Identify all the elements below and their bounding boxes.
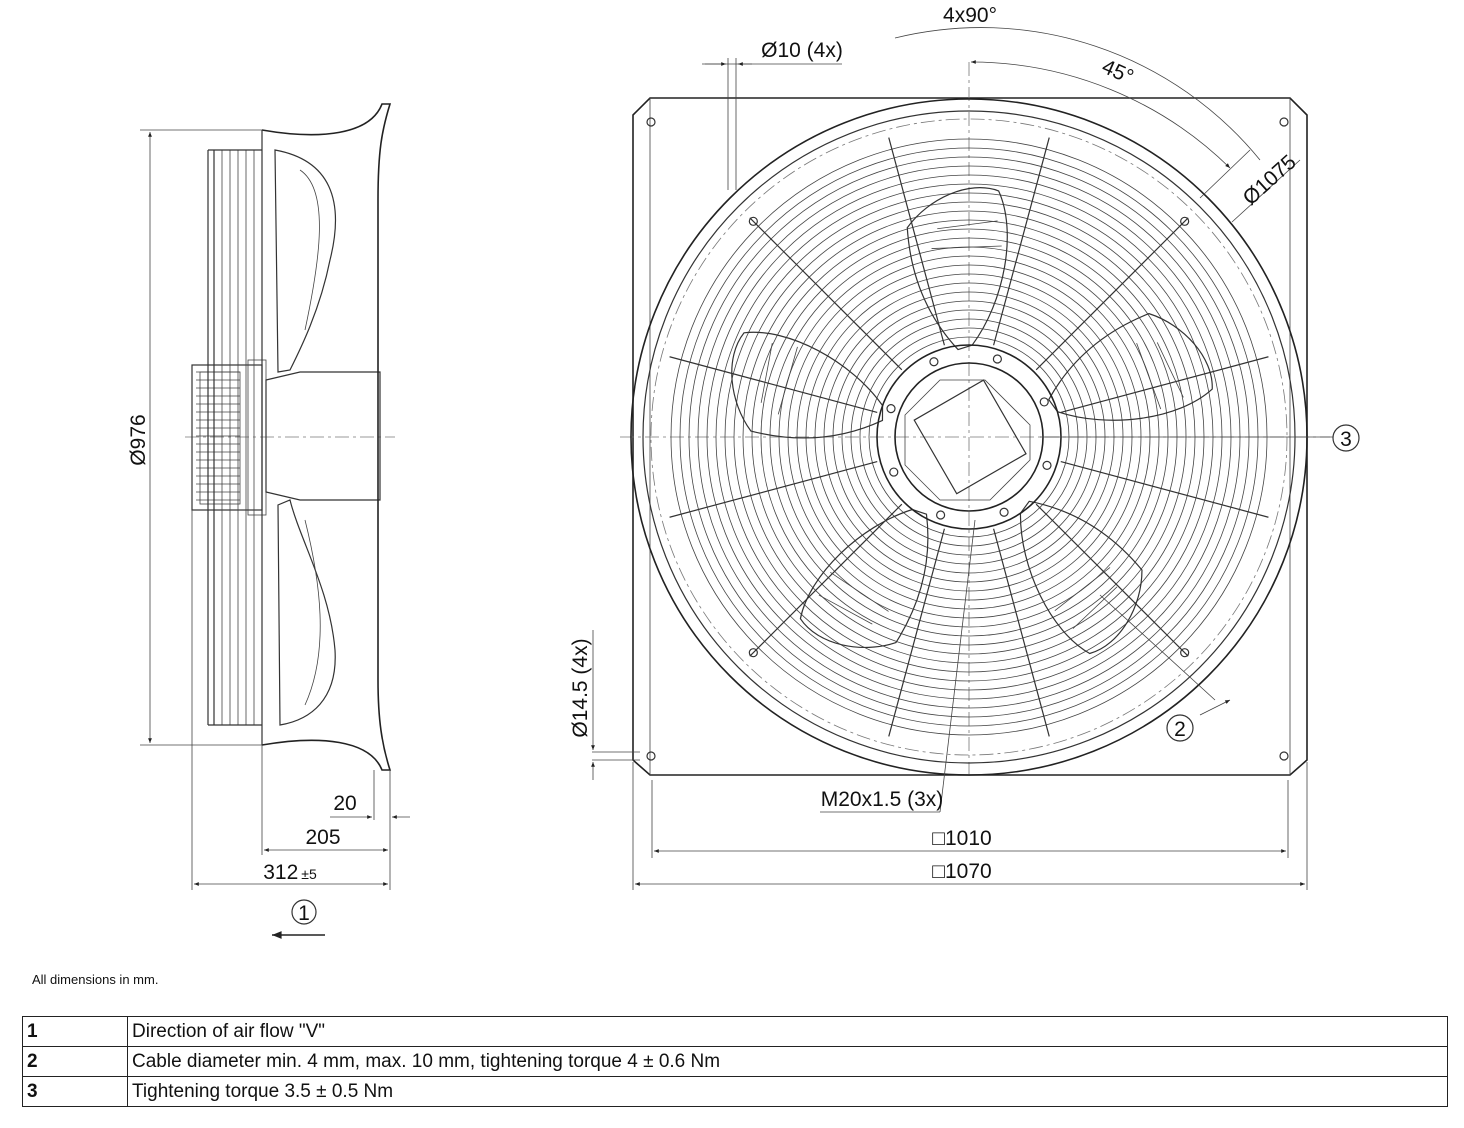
side-view: Ø976 20 205 312±5 1: [127, 103, 410, 939]
grille-spoke: [1035, 503, 1189, 657]
hole-corner-label: Ø10 (4x): [761, 39, 843, 62]
legend-row: 2 Cable diameter min. 4 mm, max. 10 mm, …: [22, 1046, 1448, 1077]
grille-spoke: [1060, 356, 1269, 413]
bolt-circle-label: Ø1075: [1239, 151, 1301, 210]
hub-bolt: [1039, 397, 1049, 407]
blade-edge: [931, 220, 1002, 249]
callout-3: 3: [1340, 428, 1352, 451]
hole-flange-label: Ø14.5 (4x): [569, 638, 592, 737]
depth-20-label: 20: [333, 792, 356, 815]
guard-hole: [748, 648, 758, 658]
grille-spoke: [669, 461, 878, 518]
guard-hole: [1180, 216, 1190, 226]
fan-blade: [1048, 312, 1213, 421]
fan-blade: [799, 508, 929, 649]
callout-1: 1: [298, 902, 310, 925]
grille-spoke: [1060, 461, 1269, 518]
legend-table: 1 Direction of air flow "V" 2 Cable diam…: [22, 1016, 1448, 1107]
legend-text: Direction of air flow "V": [127, 1016, 1448, 1047]
grille-spoke: [993, 137, 1050, 346]
depth-312-label: 312±5: [263, 861, 317, 884]
hub-bolt: [929, 357, 939, 367]
grille-spoke: [1035, 217, 1189, 371]
angle-total-label: 4x90°: [943, 4, 997, 27]
blade-edge: [1136, 342, 1184, 410]
units-note: All dimensions in mm.: [32, 972, 159, 987]
blade-edge: [760, 342, 798, 415]
guard-hole: [1180, 648, 1190, 658]
technical-drawing: Ø976 20 205 312±5 1: [127, 4, 1360, 939]
hub-bolt: [936, 510, 946, 520]
grille-spoke: [888, 528, 945, 737]
square-1070-label: □1070: [932, 860, 991, 883]
hub-bolt: [992, 354, 1002, 364]
callout-2: 2: [1174, 718, 1186, 741]
fan-blade: [906, 187, 1008, 351]
hub-bolt: [999, 507, 1009, 517]
legend-text: Cable diameter min. 4 mm, max. 10 mm, ti…: [127, 1046, 1448, 1077]
square-1010-label: □1010: [932, 827, 991, 850]
legend-row: 1 Direction of air flow "V": [22, 1016, 1448, 1047]
legend-num: 2: [22, 1046, 128, 1077]
depth-205-label: 205: [305, 826, 340, 849]
side-diameter-label: Ø976: [127, 414, 150, 465]
blade-edge: [818, 571, 889, 625]
legend-text: Tightening torque 3.5 ± 0.5 Nm: [127, 1076, 1448, 1107]
grille-spoke: [749, 217, 903, 371]
legend-row: 3 Tightening torque 3.5 ± 0.5 Nm: [22, 1076, 1448, 1107]
hub-bolt: [1042, 460, 1052, 470]
legend-num: 1: [22, 1016, 128, 1047]
grille-spoke: [888, 137, 945, 346]
grille-spoke: [993, 528, 1050, 737]
fan-blade: [1019, 500, 1143, 655]
blade-edge: [1054, 567, 1118, 629]
hub-bolt: [889, 467, 899, 477]
cable-gland-label: M20x1.5 (3x): [821, 788, 944, 811]
hub-bolt: [886, 404, 896, 414]
legend-num: 3: [22, 1076, 128, 1107]
fan-blade: [731, 331, 884, 439]
grille-spoke: [749, 503, 903, 657]
grille-spoke: [669, 356, 878, 413]
front-view: 4x90° 45° Ø10 (4x) Ø1075 3 2 Ø14.5 (4x): [569, 4, 1360, 890]
guard-hole: [748, 216, 758, 226]
